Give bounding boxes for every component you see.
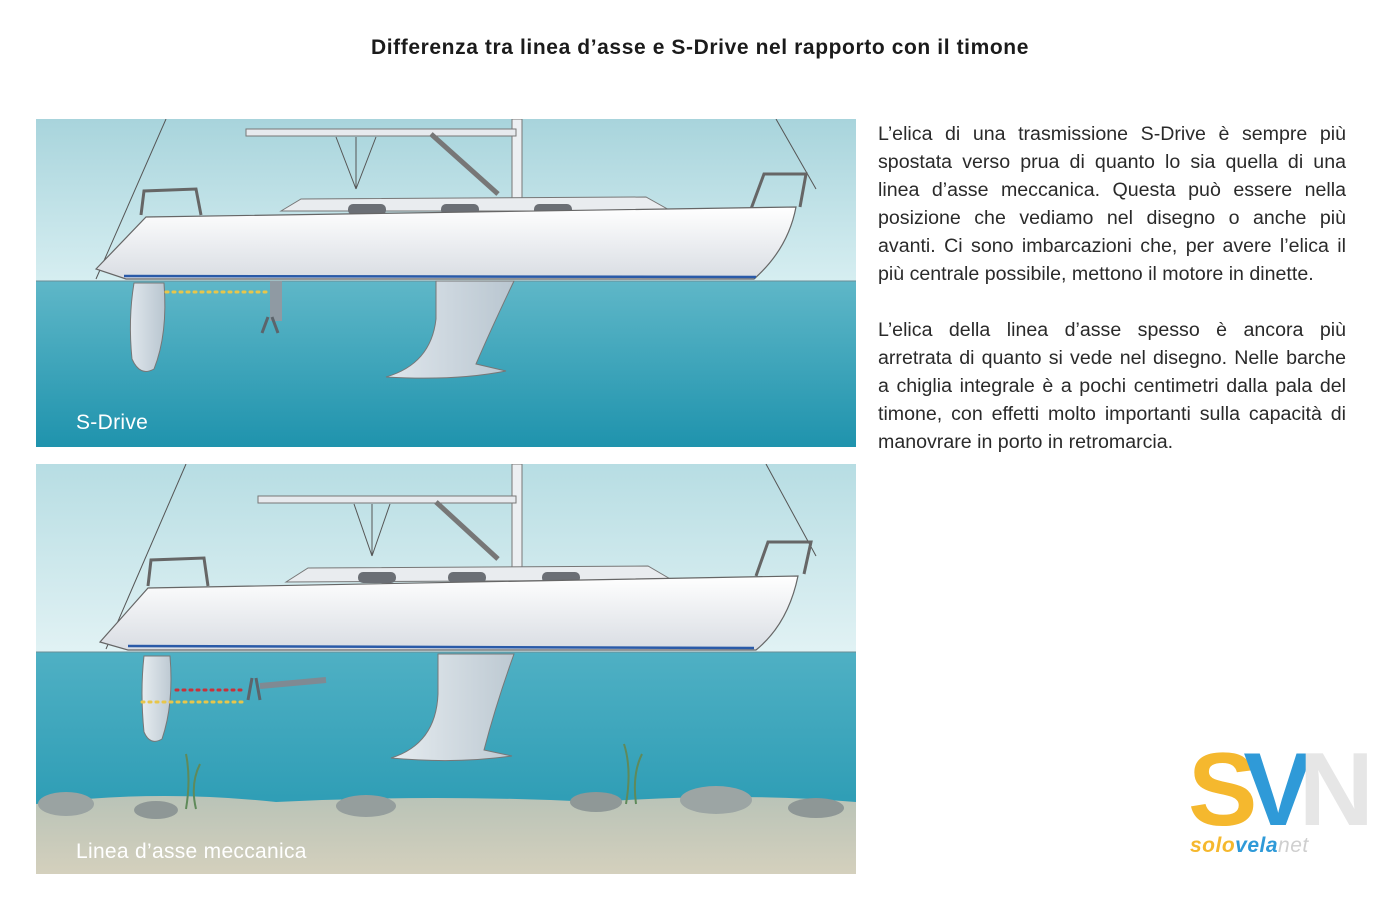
rock <box>680 786 752 814</box>
port-window <box>358 572 396 583</box>
boom <box>245 128 517 137</box>
paragraph-sdrive: L’elica di una trasmissione S-Drive è se… <box>878 123 1346 285</box>
mast <box>511 464 523 577</box>
keel <box>385 280 515 379</box>
logo-letter-n: N <box>1298 732 1374 848</box>
logo-word-solo: solo <box>1190 834 1236 857</box>
paragraph-shaft: L’elica della linea d’asse spesso è anco… <box>878 319 1346 453</box>
port-window <box>348 204 386 215</box>
logo-word-net: net <box>1278 834 1309 857</box>
shaft-illustration: Linea d’asse meccanica <box>36 464 856 874</box>
rudder <box>129 282 166 372</box>
bow-pulpit <box>749 172 808 210</box>
stern-pulpit <box>146 556 210 587</box>
sdrive-illustration: S-Drive <box>36 119 856 447</box>
bow-pulpit <box>754 540 813 577</box>
shaft-boat-drawing <box>36 464 856 874</box>
boom <box>257 495 517 504</box>
logo-letter-v: V <box>1243 732 1312 848</box>
propeller-icon <box>260 316 280 334</box>
seaweed <box>623 743 643 805</box>
rock <box>134 801 178 819</box>
logo-wordmark: solovelanet <box>1190 834 1309 858</box>
rock <box>570 792 622 812</box>
keel <box>390 653 515 762</box>
propeller-shaft <box>259 677 327 689</box>
logo-word-vela: vela <box>1235 834 1279 857</box>
page-title: Differenza tra linea d’asse e S-Drive ne… <box>370 36 1030 59</box>
rock <box>38 792 94 816</box>
hull <box>94 206 797 280</box>
rock <box>788 798 844 818</box>
sdrive-leg <box>270 281 282 321</box>
sdrive-label: S-Drive <box>76 411 149 434</box>
hull <box>98 575 799 651</box>
sdrive-boat-drawing <box>36 119 856 447</box>
waterline-stripe <box>127 644 755 650</box>
rock <box>336 795 396 817</box>
forestay <box>775 119 817 190</box>
waterline-stripe <box>123 274 757 279</box>
shaft-label: Linea d’asse meccanica <box>76 840 307 863</box>
solovela-logo: SVN solovelanet <box>1188 738 1374 860</box>
seabed <box>36 795 856 874</box>
logo-letters: SVN <box>1188 738 1374 842</box>
propeller-icon <box>246 677 262 701</box>
rudder <box>141 655 172 742</box>
backstay <box>95 119 167 280</box>
port-window <box>448 572 486 583</box>
seaweed <box>185 753 201 810</box>
stern-pulpit <box>139 187 203 216</box>
description-text: L’elica di una trasmissione S-Drive è se… <box>878 120 1346 484</box>
logo-letter-s: S <box>1188 732 1257 848</box>
